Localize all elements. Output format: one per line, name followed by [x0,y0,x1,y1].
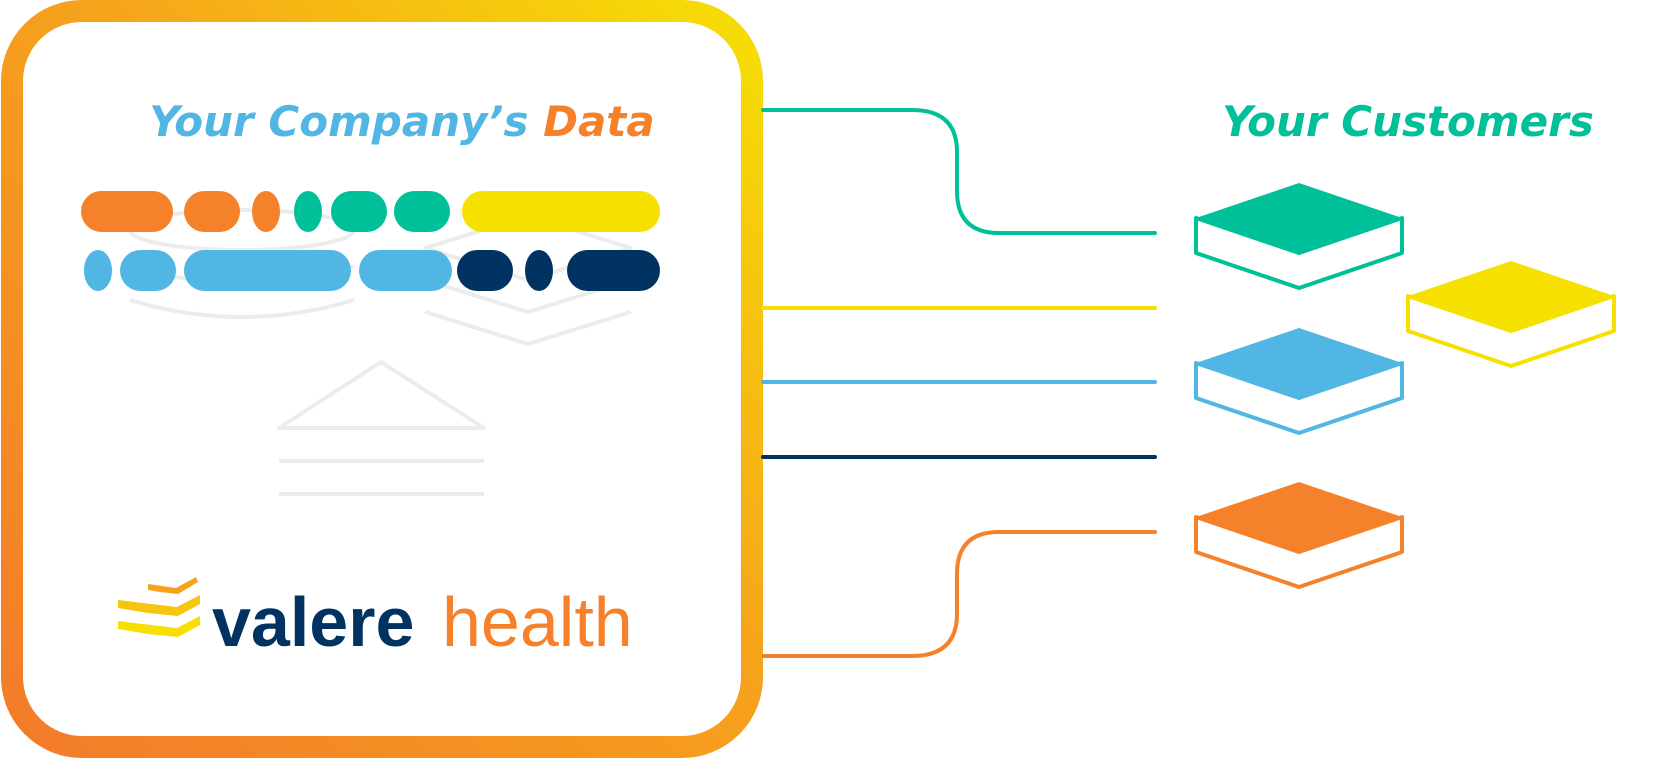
customers-title: Your Customers [1222,97,1594,146]
stack-base [1406,294,1616,368]
valere-health-logo: valere health [117,577,633,661]
data-pill-navy [567,250,660,291]
customer-stacks [1194,183,1616,589]
stack-base [1194,216,1404,290]
data-pill-teal [331,191,387,232]
stack-top [1196,183,1402,253]
company-data-title: Your Company’s Data [149,97,654,146]
data-pill-blue [184,250,351,291]
customer-stack-blue [1194,328,1404,435]
stack-top [1408,261,1614,331]
connector-orange [761,530,1157,658]
data-pill-blue [84,250,112,291]
data-pill-blue [359,250,452,291]
stack-base [1194,361,1404,435]
data-pill-navy [525,250,553,291]
stack-base [1194,515,1404,589]
data-pill-teal [394,191,450,232]
customer-stack-teal [1194,183,1404,290]
data-pills [81,191,660,291]
data-pill-orange [252,191,280,232]
stack-top [1196,482,1402,552]
data-pill-teal [294,191,322,232]
stack-top [1196,328,1402,398]
logo-mark-icon [117,577,201,637]
data-pill-orange [184,191,240,232]
data-pill-yellow [462,191,660,232]
logo-word-health: health [442,583,633,661]
logo-word-valere: valere [212,583,414,661]
data-pill-navy [457,250,513,291]
connector-teal [761,108,1157,235]
data-pill-orange [81,191,173,232]
customer-stack-yellow [1406,261,1616,368]
data-pill-blue [120,250,176,291]
company-data-panel: Your Company’s Data valere health [1,0,763,758]
connector-lines [761,108,1157,658]
upload-icon [277,360,486,496]
panel-frame [1,0,763,758]
customer-stack-orange [1194,482,1404,589]
